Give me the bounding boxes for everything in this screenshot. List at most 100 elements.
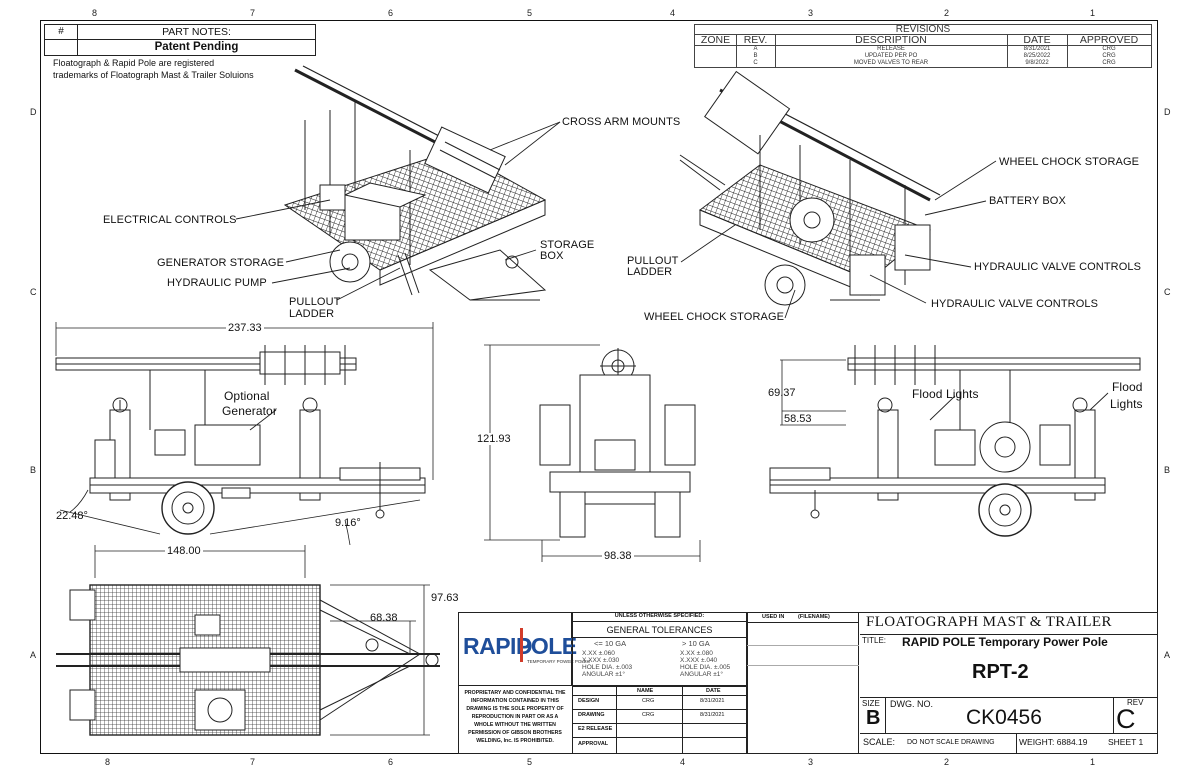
- zone-right-d: D: [1164, 107, 1171, 117]
- dim-mast-height-1: 69.37: [768, 387, 796, 399]
- zone-bottom-1: 1: [1090, 757, 1096, 767]
- iso-view-front: [283, 65, 547, 301]
- zone-right-a: A: [1164, 650, 1171, 660]
- date-header: DATE: [706, 688, 721, 694]
- top-view-dimensions: [330, 584, 430, 736]
- callout-pullout-ladder-rear-line2: LADDER: [627, 266, 673, 278]
- rev-row-c-approved: CRG: [1102, 60, 1116, 66]
- signoff-grid: [572, 686, 747, 754]
- callout-flood-lights-1: Flood Lights: [912, 387, 979, 401]
- zone-bottom-3: 3: [808, 757, 814, 767]
- logo-tagline: TEMPORARY POWER POLES: [527, 659, 590, 664]
- rev-row-b-rev: B: [753, 53, 758, 59]
- part-notes-hash: #: [45, 25, 78, 40]
- zone-left-c: C: [30, 287, 37, 297]
- callout-storage-box-line2: BOX: [540, 250, 564, 262]
- rev-row-a-date: 8/31/2021: [1023, 46, 1051, 52]
- size-label: SIZE: [862, 699, 880, 708]
- zone-top-4: 4: [670, 8, 676, 18]
- weight-value: WEIGHT: 6884.19: [1019, 737, 1088, 747]
- dim-width-end: 98.38: [602, 550, 634, 562]
- part-notes-table: # PART NOTES: Patent Pending: [44, 24, 316, 56]
- drawing-label: DRAWING: [578, 712, 605, 718]
- design-label: DESIGN: [578, 698, 600, 704]
- part-notes-title: PART NOTES:: [78, 25, 315, 40]
- trademark-line-1: Floatograph & Rapid Pole are registered: [53, 58, 215, 68]
- dim-height: 121.93: [477, 433, 511, 445]
- tol-right-1: X.XXX ±.040: [680, 657, 718, 664]
- pole-icon: [520, 628, 523, 662]
- dim-mast-height-2: 58.53: [784, 413, 812, 425]
- design-name: CRG: [642, 698, 655, 704]
- tolerance-divider: [572, 637, 747, 638]
- used-in-divider: [747, 665, 859, 666]
- callout-flood-lights-2-line1: Flood: [1112, 380, 1143, 394]
- callout-cross-arm-mounts: CROSS ARM MOUNTS: [562, 116, 681, 128]
- callout-generator-storage: GENERATOR STORAGE: [157, 257, 285, 269]
- rev-divider: [775, 35, 776, 67]
- rev-header-zone: ZONE: [700, 34, 731, 46]
- signoff-row-line: [572, 695, 747, 696]
- company-name: FLOATOGRAPH MAST & TRAILER: [866, 614, 1112, 630]
- zone-bottom-6: 6: [388, 757, 394, 767]
- size-value: B: [866, 707, 881, 729]
- leader-lines: [235, 121, 1109, 431]
- callout-storage-box-line1: STORAGE: [540, 239, 595, 251]
- callout-optional-generator-line1: Optional: [224, 389, 270, 403]
- signoff-divider: [682, 686, 683, 754]
- callout-optional-generator-line2: Generator: [222, 404, 277, 418]
- general-tolerances: GENERAL TOLERANCES: [606, 625, 713, 635]
- signoff-divider: [616, 686, 617, 754]
- top-view: [56, 584, 440, 736]
- rev-row-b-date: 8/25/2022: [1023, 53, 1051, 59]
- rev-divider: [1067, 35, 1068, 67]
- callout-wheel-chock-storage-bottom: WHEEL CHOCK STORAGE: [644, 311, 785, 323]
- dim-departure-angle: 9.16°: [335, 517, 361, 529]
- zone-top-6: 6: [388, 8, 394, 18]
- rev-row-c-date: 9/8/2022: [1025, 60, 1049, 66]
- callout-flood-lights-2-line2: Lights: [1110, 397, 1143, 411]
- revisions-table: REVISIONS ZONE REV. DESCRIPTION DATE APP…: [694, 24, 1152, 68]
- tol-left-values: X.XX ±.060 X.XXX ±.030 HOLE DIA. ±.003 A…: [582, 650, 632, 678]
- sheet-value: SHEET 1: [1108, 737, 1144, 747]
- rev-value: C: [1116, 704, 1136, 734]
- rev-row-b-approved: CRG: [1102, 53, 1116, 59]
- tol-right-2: HOLE DIA. ±.005: [680, 664, 731, 671]
- zone-bottom-8: 8: [105, 757, 111, 767]
- unless-specified: UNLESS OTHERWISE SPECIFIED:: [614, 613, 705, 619]
- callout-pullout-ladder-rear-line1: PULLOUT: [627, 255, 679, 267]
- e2-release-label: E2 RELEASE: [578, 726, 613, 732]
- rev-label: REV: [1127, 698, 1144, 707]
- drawing-name: CRG: [642, 712, 655, 718]
- zone-top-8: 8: [92, 8, 98, 18]
- dim-top-length: 148.00: [165, 545, 203, 557]
- zone-top-7: 7: [250, 8, 256, 18]
- callout-hydraulic-pump: HYDRAULIC PUMP: [167, 277, 267, 289]
- rev-divider: [1007, 35, 1008, 67]
- signoff-row-line: [572, 737, 747, 738]
- callout-hydraulic-valve-controls-2: HYDRAULIC VALVE CONTROLS: [931, 298, 1099, 310]
- scale-label: SCALE:: [863, 737, 896, 747]
- dwg-label: DWG. NO.: [890, 699, 933, 709]
- end-view: [539, 348, 696, 538]
- zone-bottom-5: 5: [527, 757, 533, 767]
- rev-divider: [695, 45, 1151, 46]
- used-in-cell: [747, 612, 859, 754]
- zone-top-3: 3: [808, 8, 814, 18]
- callout-pullout-ladder-line1: PULLOUT: [289, 296, 341, 308]
- dim-tongue: 68.38: [370, 612, 398, 624]
- filename-label: (FILENAME): [798, 614, 830, 620]
- dwg-row-line: [860, 697, 1158, 698]
- dwg-number: CK0456: [966, 706, 1042, 729]
- scale-divider: [1016, 733, 1017, 754]
- callout-hydraulic-valve-controls-1: HYDRAULIC VALVE CONTROLS: [974, 261, 1142, 273]
- trademark-note: Floatograph & Rapid Pole are registered …: [53, 57, 293, 81]
- signoff-row-line: [572, 709, 747, 710]
- scale-row-line: [860, 733, 1158, 734]
- rev-row-c-rev: C: [753, 60, 758, 66]
- zone-bottom-4: 4: [680, 757, 686, 767]
- callout-pullout-ladder-line2: LADDER: [289, 308, 335, 320]
- tol-left-head: <= 10 GA: [594, 639, 627, 648]
- dim-approach-angle: 22.48°: [56, 510, 88, 522]
